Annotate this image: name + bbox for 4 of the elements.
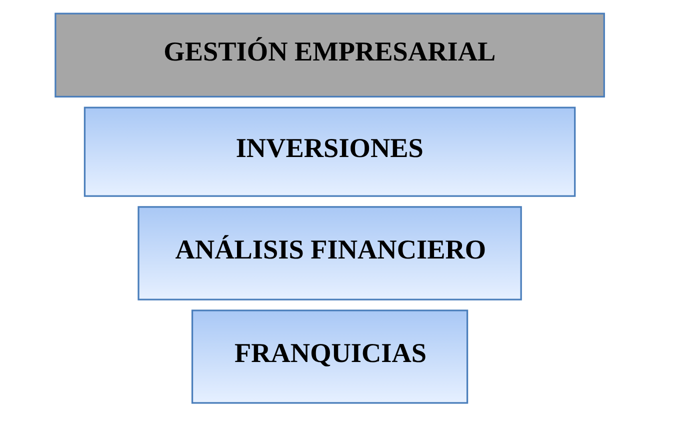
node-box: ANÁLISIS FINANCIERO [138,206,522,300]
node-box: INVERSIONES [84,106,576,197]
node-box: GESTIÓN EMPRESARIAL [54,12,605,98]
node-box: FRANQUICIAS [191,310,468,404]
